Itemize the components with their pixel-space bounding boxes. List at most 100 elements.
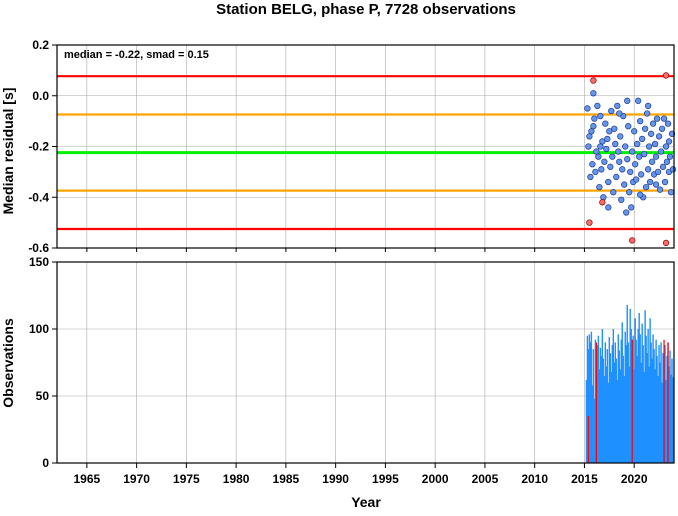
- observation-bar: [608, 337, 611, 463]
- residual-point: [664, 120, 672, 127]
- observations-grid: [57, 261, 674, 464]
- residual-point: [647, 130, 655, 137]
- observation-bar: [648, 366, 650, 463]
- residual-point: [622, 143, 629, 150]
- outlier-point: [590, 77, 597, 84]
- y-tick-label: 0.0: [32, 89, 49, 103]
- observation-bar: [626, 304, 628, 463]
- residual-point: [612, 140, 619, 148]
- observation-bar: [633, 369, 635, 463]
- observation-bar: [585, 379, 588, 463]
- residual-point: [598, 166, 605, 173]
- observation-bar: [612, 329, 614, 463]
- residual-point: [605, 178, 612, 186]
- observation-bar: [618, 350, 620, 463]
- y-tick-label: -0.2: [28, 140, 49, 154]
- observations-frame: [56, 261, 675, 464]
- observation-bar: [644, 310, 646, 463]
- residual-panel: 0.20.0-0.2-0.4-0.6 median = -0.22, smad …: [0, 38, 677, 255]
- residual-point: [661, 178, 669, 186]
- observation-bar: [620, 339, 622, 463]
- residual-point: [623, 209, 630, 216]
- observation-bar: [635, 339, 637, 463]
- residual-point: [667, 189, 675, 196]
- outlier-point: [599, 199, 606, 206]
- outlier-bar: [631, 339, 633, 463]
- residual-point: [640, 150, 648, 158]
- residual-point: [655, 133, 663, 140]
- observation-bar: [593, 398, 596, 463]
- observation-bar: [614, 342, 616, 463]
- residual-y-ticks: 0.20.0-0.2-0.4-0.6: [28, 38, 57, 255]
- observation-bar: [599, 347, 602, 463]
- observation-bar: [647, 329, 649, 463]
- residual-point: [660, 115, 668, 122]
- observation-bar: [588, 334, 591, 463]
- residual-point: [621, 181, 628, 188]
- y-tick-label: 150: [29, 255, 49, 269]
- observation-bar: [666, 355, 668, 463]
- residual-point: [625, 123, 632, 130]
- y-tick-label: -0.6: [28, 241, 49, 255]
- observation-bar: [639, 334, 641, 463]
- observation-bar: [658, 345, 660, 463]
- observation-bar: [605, 366, 608, 463]
- residual-point: [613, 173, 620, 181]
- observation-bar: [640, 362, 642, 463]
- observation-bar: [611, 345, 613, 463]
- residual-point: [601, 158, 608, 165]
- residual-point: [618, 196, 625, 203]
- y-tick-label: 50: [36, 389, 50, 403]
- residual-point: [635, 97, 642, 104]
- residual-point: [617, 133, 624, 140]
- observation-bar: [665, 379, 667, 463]
- residual-point: [607, 163, 614, 170]
- observation-bar: [617, 334, 619, 463]
- outlier-point: [662, 239, 670, 247]
- observation-bar: [590, 331, 593, 463]
- x-tick-label: 1965: [74, 472, 101, 486]
- observation-bar: [669, 350, 671, 463]
- residual-point: [637, 191, 644, 198]
- x-tick-label: 1985: [273, 472, 300, 486]
- observation-bar: [653, 349, 655, 463]
- residual-point: [611, 125, 618, 132]
- residual-point: [596, 183, 603, 191]
- residual-point: [590, 90, 597, 97]
- residual-point: [653, 115, 661, 122]
- observation-bar: [596, 345, 599, 463]
- residual-point: [652, 181, 660, 188]
- residual-point: [609, 153, 616, 160]
- observation-bar: [616, 379, 618, 463]
- observation-bar: [656, 355, 658, 463]
- observation-bar: [628, 366, 630, 463]
- residual-points: [584, 72, 677, 247]
- observation-bar: [641, 323, 643, 463]
- observation-bar: [657, 375, 659, 463]
- observation-bar: [652, 334, 654, 463]
- observation-bar: [601, 329, 604, 463]
- residual-point: [656, 186, 664, 193]
- observation-bar: [615, 358, 617, 463]
- observation-bar: [603, 375, 606, 463]
- outlier-point: [662, 72, 670, 79]
- observation-bar: [646, 353, 648, 463]
- residual-point: [615, 148, 622, 155]
- observation-bar: [643, 371, 645, 463]
- observation-bar: [594, 339, 597, 463]
- outlier-bar: [663, 339, 665, 463]
- observation-bar: [642, 345, 644, 463]
- observation-bar: [604, 342, 607, 463]
- residual-point: [638, 171, 645, 178]
- x-tick-label: 2000: [422, 472, 449, 486]
- x-tick-label: 1970: [123, 472, 150, 486]
- residual-point: [669, 166, 677, 173]
- observation-bar: [660, 342, 662, 463]
- residual-point: [603, 145, 610, 153]
- residual-point: [645, 143, 653, 150]
- residual-point: [600, 194, 607, 201]
- residual-point: [616, 158, 623, 165]
- residual-point: [636, 153, 643, 160]
